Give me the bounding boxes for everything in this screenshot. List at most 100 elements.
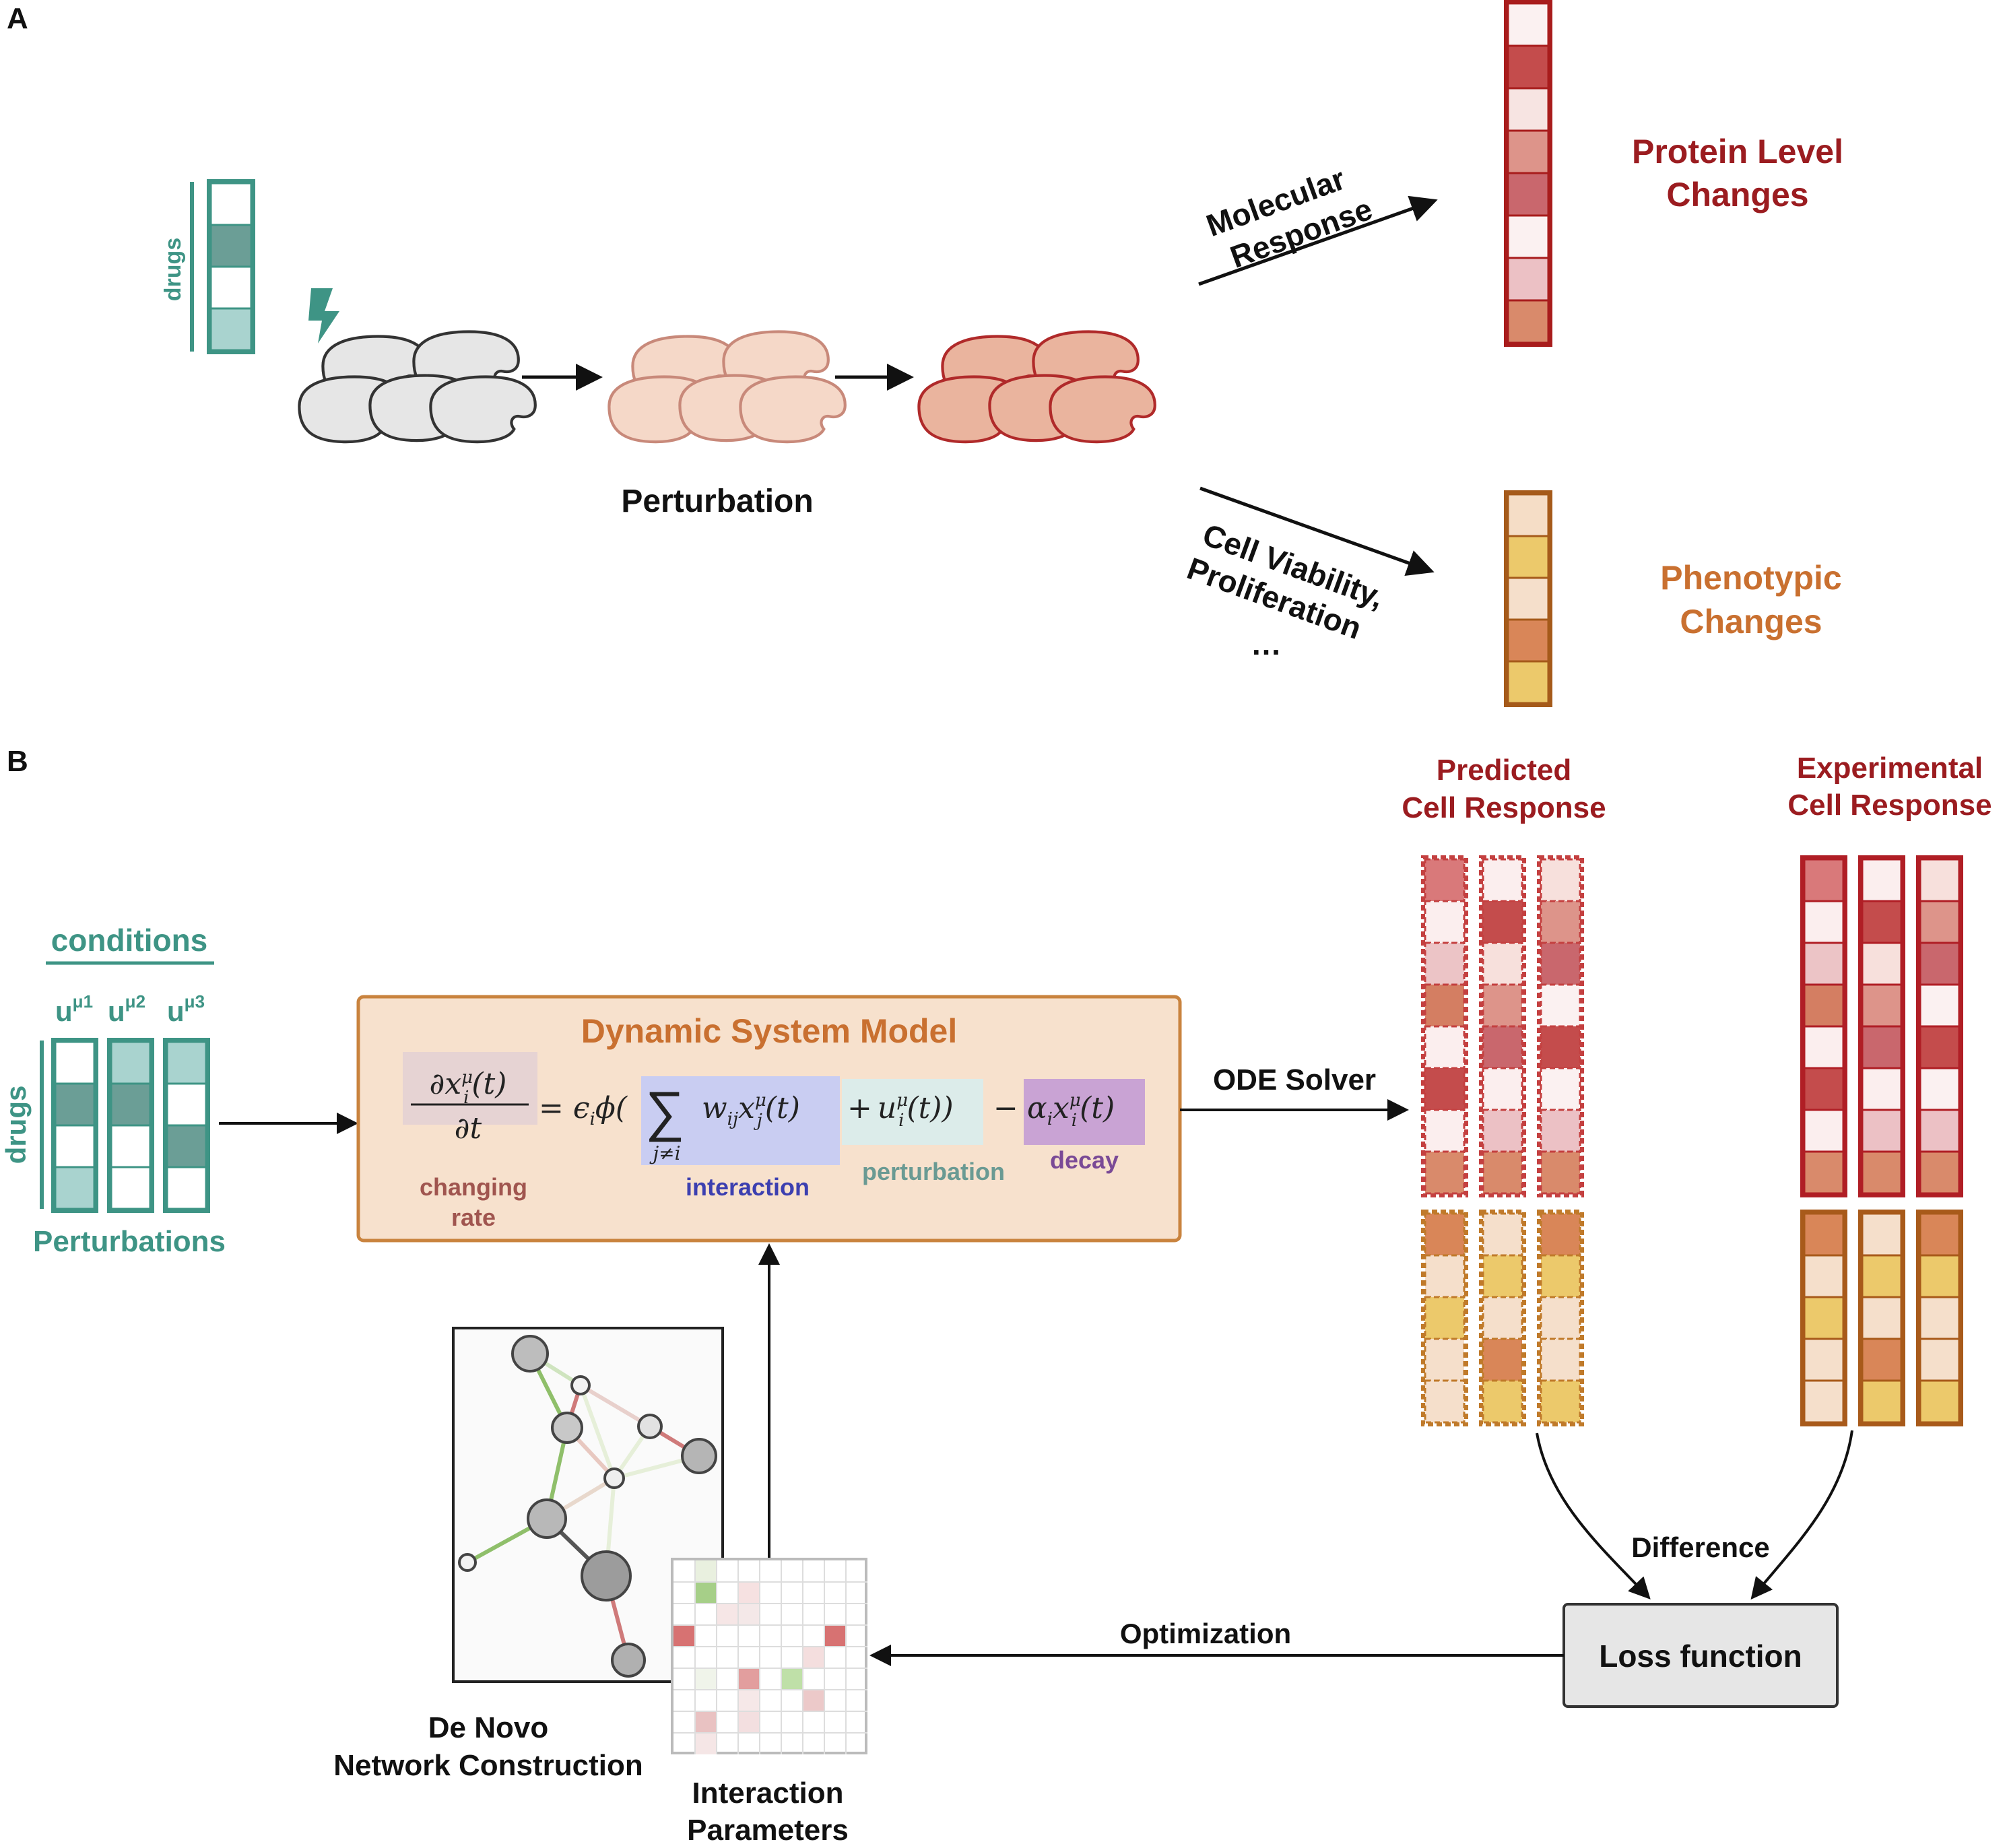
- predicted-response-grid: [1421, 855, 1584, 1426]
- phenotype-vector-cell: [1507, 493, 1550, 537]
- network-label-line2: Network Construction: [333, 1749, 643, 1782]
- params-label-line2: Parameters: [687, 1814, 849, 1845]
- optimization-label: Optimization: [1120, 1618, 1291, 1649]
- experimental-protein-column-cell: [1861, 1067, 1903, 1111]
- phenotype-vector-cell: [1507, 576, 1550, 621]
- eq-lhs-sub: i: [463, 1088, 469, 1108]
- param-cell: [695, 1582, 717, 1604]
- predicted-protein-column-frame: [1537, 855, 1584, 1197]
- param-cell: [695, 1711, 717, 1733]
- viability-ellipsis: …: [1251, 626, 1282, 661]
- experimental-phenotype-column-cell: [1861, 1379, 1903, 1424]
- experimental-phenotype-column-cell: [1861, 1212, 1903, 1257]
- condition-column-cell: [110, 1041, 152, 1085]
- experimental-protein-column-cell: [1919, 1025, 1961, 1069]
- predicted-phenotype-column-cell: [1540, 1338, 1581, 1382]
- protein-vector-cell: [1507, 299, 1550, 344]
- condition-column-cell: [166, 1041, 207, 1085]
- term-perturbation: perturbation: [862, 1158, 1005, 1185]
- perturbations-label: Perturbations: [33, 1225, 226, 1258]
- experimental-protein-column-cell: [1803, 942, 1845, 986]
- condition-column-frame: [107, 1038, 154, 1213]
- experimental-line2: Cell Response: [1787, 789, 1992, 822]
- panel-a-label: A: [7, 2, 28, 35]
- eq-alpha: α: [1027, 1091, 1047, 1125]
- param-cell: [738, 1668, 760, 1690]
- experimental-phenotype-column-cell: [1861, 1254, 1903, 1298]
- eq-w-sub: ij: [727, 1109, 738, 1129]
- u-labels: uμ1 uμ2 uμ3: [55, 991, 205, 1027]
- predicted-protein-column-cell: [1540, 858, 1581, 902]
- experimental-phenotype-column-cell: [1919, 1254, 1961, 1298]
- drug-vector-frame: [207, 179, 255, 354]
- experimental-protein-column-cell: [1919, 1067, 1961, 1111]
- predicted-phenotype-column-cell: [1482, 1254, 1523, 1298]
- phenotype-vector-cell: [1507, 660, 1550, 704]
- svg-text:∂xμi(t): ∂xμi(t): [430, 1067, 507, 1108]
- molecular-response-label: Molecular Response: [1202, 161, 1377, 275]
- experimental-protein-column-cell: [1919, 942, 1961, 986]
- experimental-phenotype-column-frame: [1800, 1210, 1847, 1426]
- param-cell: [695, 1733, 717, 1754]
- eq-lhs-num: ∂x: [430, 1067, 462, 1101]
- drug-vector-cell: [209, 182, 253, 226]
- experimental-protein-column-cell: [1803, 900, 1845, 944]
- network-label-line1: De Novo: [428, 1711, 548, 1744]
- predicted-protein-column-cell: [1540, 942, 1581, 986]
- viability-label: Cell Viability, Proliferation: [1183, 517, 1389, 646]
- svg-text:uμ2: uμ2: [108, 991, 145, 1027]
- u3-sup: μ3: [185, 991, 205, 1012]
- protein-vector-frame: [1504, 0, 1552, 347]
- condition-column-cell: [110, 1124, 152, 1168]
- experimental-protein-column-cell: [1803, 1109, 1845, 1153]
- drugs-label-b: drugs: [0, 1086, 32, 1164]
- experimental-protein-column-cell: [1861, 983, 1903, 1028]
- perturbation-label: Perturbation: [621, 484, 813, 519]
- protein-vector-cell: [1507, 2, 1550, 47]
- param-cell: [803, 1647, 824, 1668]
- condition-column-cell: [166, 1166, 207, 1210]
- predicted-protein-column-cell: [1482, 1150, 1523, 1195]
- protein-vector-cell: [1507, 87, 1550, 132]
- eq-decay-sup: μ: [1070, 1090, 1081, 1111]
- predicted-phenotype-column-frame: [1479, 1210, 1526, 1426]
- u1-sup: μ1: [73, 991, 93, 1012]
- param-cell: [824, 1625, 846, 1647]
- drug-vector-cell: [209, 265, 253, 310]
- eq-x: x: [738, 1091, 755, 1125]
- param-gridlines: [673, 1560, 867, 1754]
- predicted-phenotype-column-cell: [1482, 1379, 1523, 1424]
- drug-vector-cell: [209, 224, 253, 268]
- term-interaction: interaction: [686, 1173, 810, 1201]
- svg-text:uμ1: uμ1: [55, 991, 93, 1027]
- protein-vector-cell: [1507, 257, 1550, 302]
- u2-base: u: [108, 995, 125, 1027]
- eq-x-sup: μ: [755, 1090, 766, 1111]
- predicted-phenotype-column-cell: [1540, 1296, 1581, 1340]
- phenotypic-label-line1: Phenotypic: [1660, 559, 1841, 597]
- interaction-parameters-matrix: [671, 1558, 867, 1754]
- predicted-protein-column-cell: [1424, 942, 1466, 986]
- experimental-to-loss-arrow: [1750, 1430, 1853, 1600]
- u3-base: u: [167, 995, 185, 1027]
- condition-matrix: [51, 1038, 210, 1213]
- experimental-phenotype-column-cell: [1919, 1379, 1961, 1424]
- drugs-label-a: drugs: [160, 238, 186, 301]
- experimental-protein-column-frame: [1916, 855, 1963, 1197]
- experimental-protein-column-cell: [1861, 900, 1903, 944]
- experimental-phenotype-column-cell: [1919, 1296, 1961, 1340]
- predicted-protein-column-cell: [1424, 1109, 1466, 1153]
- protein-level-vector: [1504, 0, 1552, 347]
- model-title: Dynamic System Model: [581, 1012, 958, 1050]
- experimental-response-grid: [1800, 855, 1963, 1426]
- predicted-phenotype-column-cell: [1540, 1379, 1581, 1424]
- experimental-phenotype-column-cell: [1919, 1212, 1961, 1257]
- predicted-protein-column-cell: [1424, 1150, 1466, 1195]
- condition-column-cell: [166, 1082, 207, 1127]
- param-cell: [781, 1668, 803, 1690]
- eq-decay-sub: i: [1072, 1111, 1077, 1131]
- experimental-protein-column-cell: [1803, 983, 1845, 1028]
